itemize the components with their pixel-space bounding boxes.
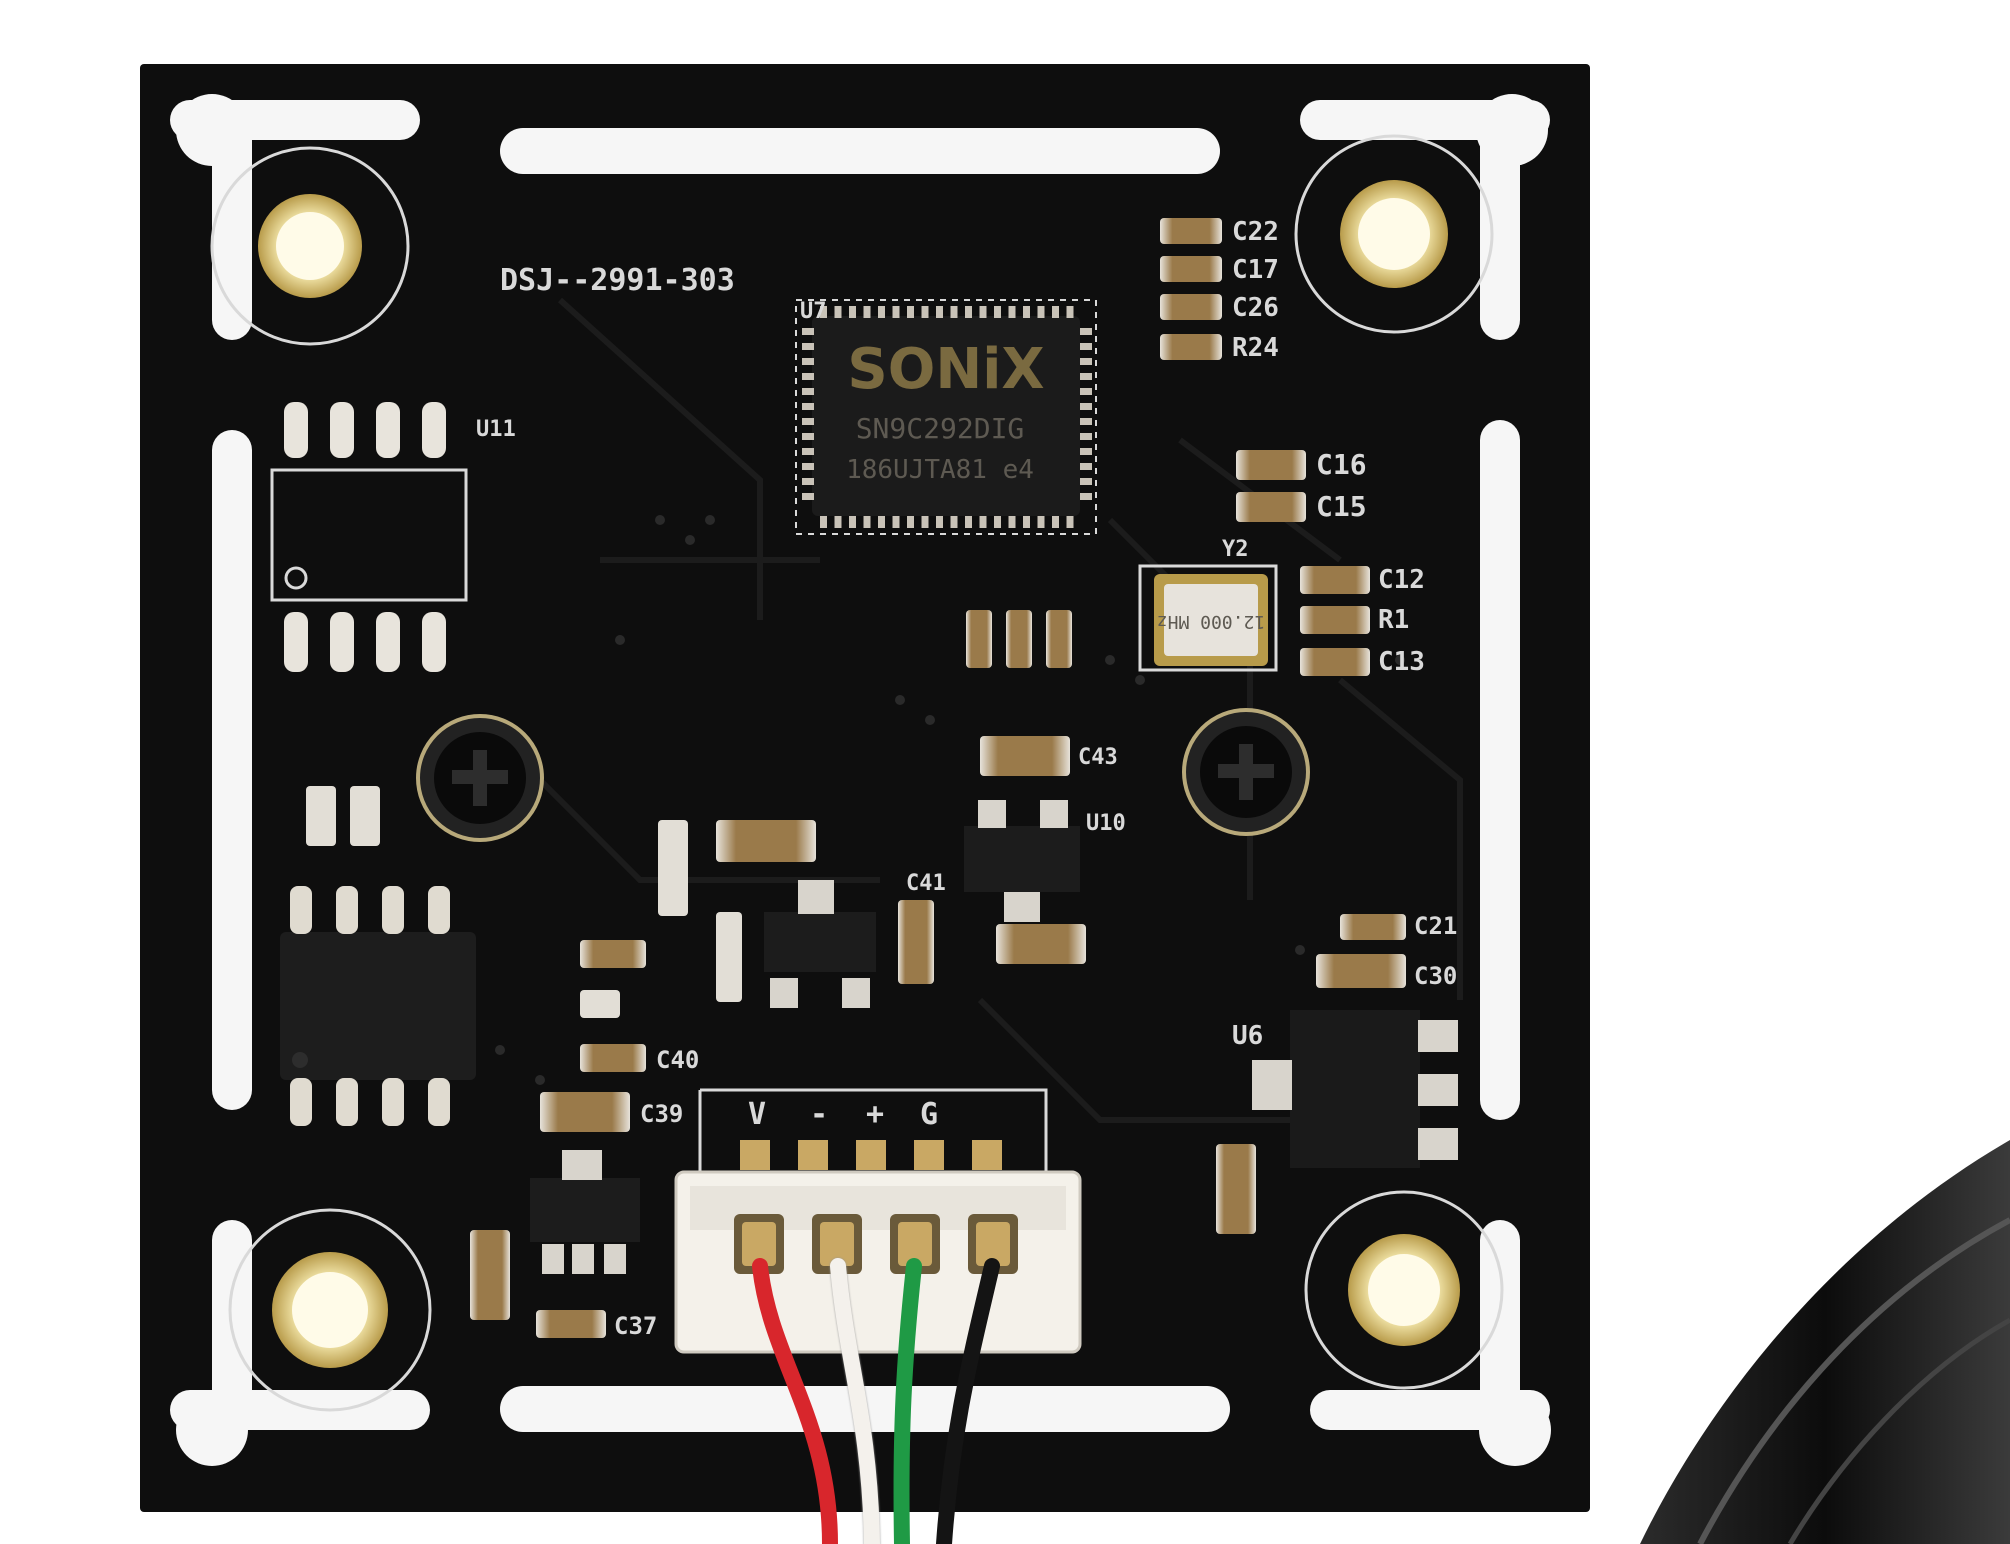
- label-c40: C40: [656, 1046, 699, 1074]
- u6-voltage-regulator: [1252, 1010, 1458, 1168]
- lens-mount-screw-right: [1182, 708, 1310, 836]
- white-wire: [830, 1258, 880, 1544]
- label-u7: U7: [800, 299, 827, 324]
- pin-label-v: V: [748, 1097, 766, 1132]
- chip-part-marking: SN9C292DIG: [856, 412, 1025, 445]
- crystal-marking: 12.000 MHz: [1157, 611, 1265, 632]
- pin-label-plus: +: [866, 1097, 884, 1132]
- label-c17: C17: [1232, 255, 1279, 285]
- chip-lot-marking: 186UJTA81 e4: [846, 455, 1034, 485]
- mounting-holes: [210, 134, 1504, 1412]
- crystal-oscillator: 12.000 MHz: [1138, 564, 1278, 672]
- u11-footprint: [270, 402, 468, 672]
- label-c26: C26: [1232, 293, 1279, 323]
- sonix-controller-chip: SONiX SN9C292DIG 186UJTA81 e4: [795, 299, 1097, 535]
- label-c16: C16: [1316, 448, 1367, 481]
- label-c21: C21: [1414, 912, 1457, 940]
- label-r24: R24: [1232, 333, 1279, 363]
- label-c39: C39: [640, 1100, 683, 1128]
- component-labels: C22 C17 C26 R24 C16 C15 C12 R1 C13 C43 C…: [476, 217, 1457, 1340]
- pin-label-minus: -: [810, 1097, 828, 1132]
- label-c37: C37: [614, 1312, 657, 1340]
- label-r1: R1: [1378, 605, 1409, 635]
- smd-passives: [306, 218, 1406, 1338]
- connector-wires: [752, 1258, 1000, 1544]
- lens-mount-screw-left: [416, 714, 544, 842]
- label-y2: Y2: [1222, 537, 1249, 562]
- label-u11: U11: [476, 417, 516, 442]
- usb-connector-silkscreen: V - + G: [698, 1088, 1048, 1176]
- label-c41: C41: [906, 871, 946, 896]
- red-wire: [752, 1258, 838, 1544]
- label-c13: C13: [1378, 647, 1425, 677]
- label-c43: C43: [1078, 745, 1118, 770]
- usb-cable: [1640, 1140, 2010, 1544]
- sot-regulators: [530, 800, 1080, 1274]
- board-model-marking: DSJ--2991-303: [500, 263, 735, 298]
- label-c15: C15: [1316, 490, 1367, 523]
- black-wire: [936, 1258, 1000, 1544]
- green-wire: [893, 1258, 922, 1544]
- wire-connector-housing: [674, 1170, 1082, 1354]
- label-c12: C12: [1378, 565, 1425, 595]
- label-c30: C30: [1414, 962, 1457, 990]
- label-u10: U10: [1086, 811, 1126, 836]
- chip-brand-marking: SONiX: [847, 337, 1044, 402]
- flash-memory-chip: [280, 886, 476, 1126]
- pin-label-g: G: [920, 1097, 938, 1132]
- pcb-board: DSJ--2991-303 SONiX SN9C292DIG 186UJTA81…: [140, 64, 1590, 1512]
- label-u6: U6: [1232, 1021, 1263, 1051]
- label-c22: C22: [1232, 217, 1279, 247]
